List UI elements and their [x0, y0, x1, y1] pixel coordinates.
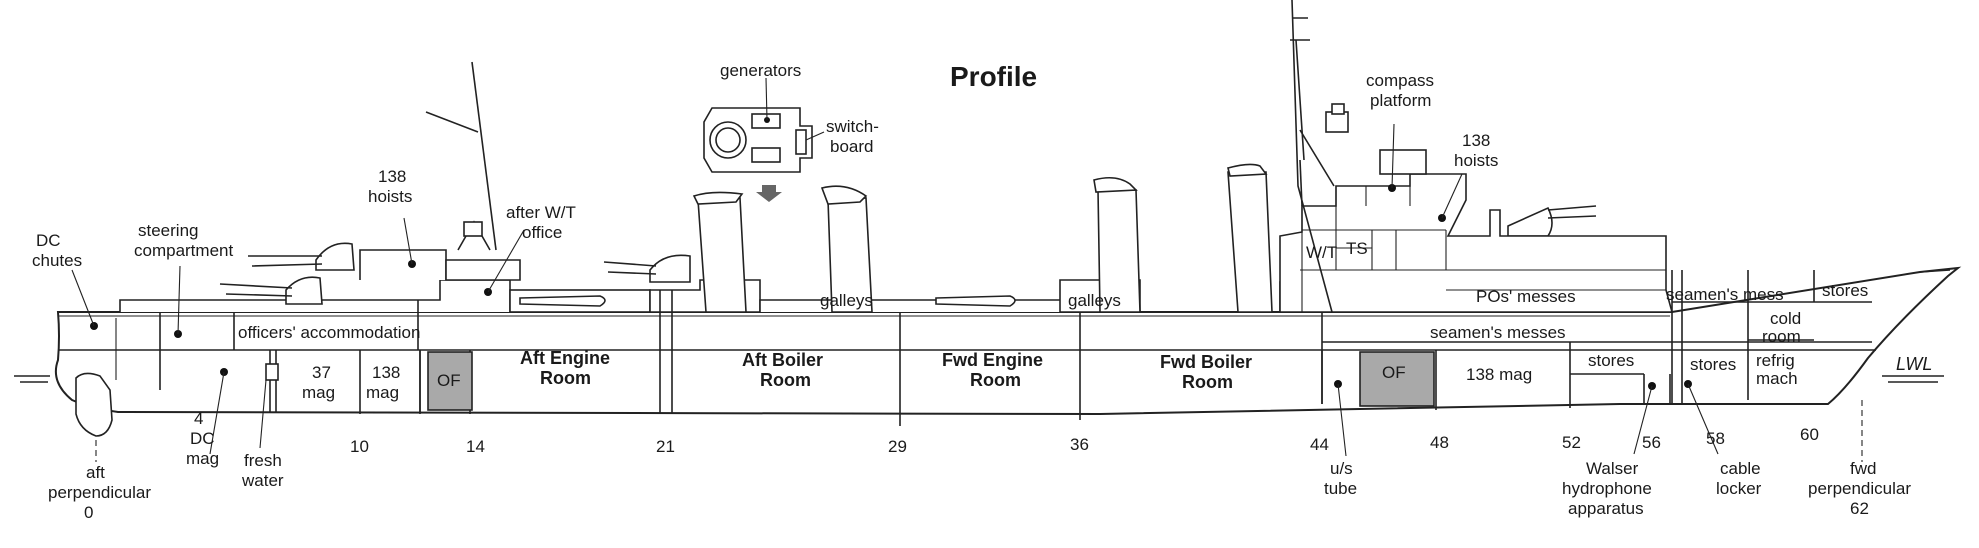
generator-inset [703, 77, 825, 202]
frame-number: 58 [1706, 429, 1725, 448]
galleys-1-label: galleys [820, 291, 873, 310]
officers-label: officers' accommodation [238, 323, 420, 342]
frame-number: 36 [1070, 435, 1089, 454]
frame-numbers: 10 14 21 29 36 44 48 52 56 58 60 [350, 425, 1819, 456]
seamens-mess-label: seamen's mess [1666, 285, 1784, 304]
diagram-title: Profile [950, 61, 1037, 92]
pos-messes-label: POs' messes [1476, 287, 1576, 306]
frame-number: 29 [888, 437, 907, 456]
of-fwd: OF [1382, 363, 1406, 382]
frame-number: 14 [466, 437, 485, 456]
fwd-gun-1 [1507, 205, 1597, 237]
stores-mid-label: stores [1588, 351, 1634, 370]
seamens-messes-label: seamen's messes [1430, 323, 1566, 342]
hull [54, 266, 1962, 416]
frame-number: 48 [1430, 433, 1449, 452]
frame-number: 60 [1800, 425, 1819, 444]
frame-number: 52 [1562, 433, 1581, 452]
aft-gun-2 [248, 242, 355, 271]
ts-label: TS [1346, 239, 1368, 258]
generators-label: generators [720, 61, 801, 80]
frame-number: 44 [1310, 435, 1329, 454]
aft-gun-1 [219, 276, 323, 305]
switchboard-label: switch-board [826, 117, 879, 156]
mid-gun [603, 254, 691, 283]
of-aft: OF [437, 371, 461, 390]
mag138-fwd-label: 138 mag [1466, 365, 1532, 384]
lwl-label: LWL [1896, 354, 1932, 374]
frame-number: 56 [1642, 433, 1661, 452]
frame-number: 10 [350, 437, 369, 456]
stores-fwd-label: stores [1690, 355, 1736, 374]
frame-number: 21 [656, 437, 675, 456]
stores-top-label: stores [1822, 281, 1868, 300]
wt-label: W/T [1306, 243, 1337, 262]
galleys-2-label: galleys [1068, 291, 1121, 310]
